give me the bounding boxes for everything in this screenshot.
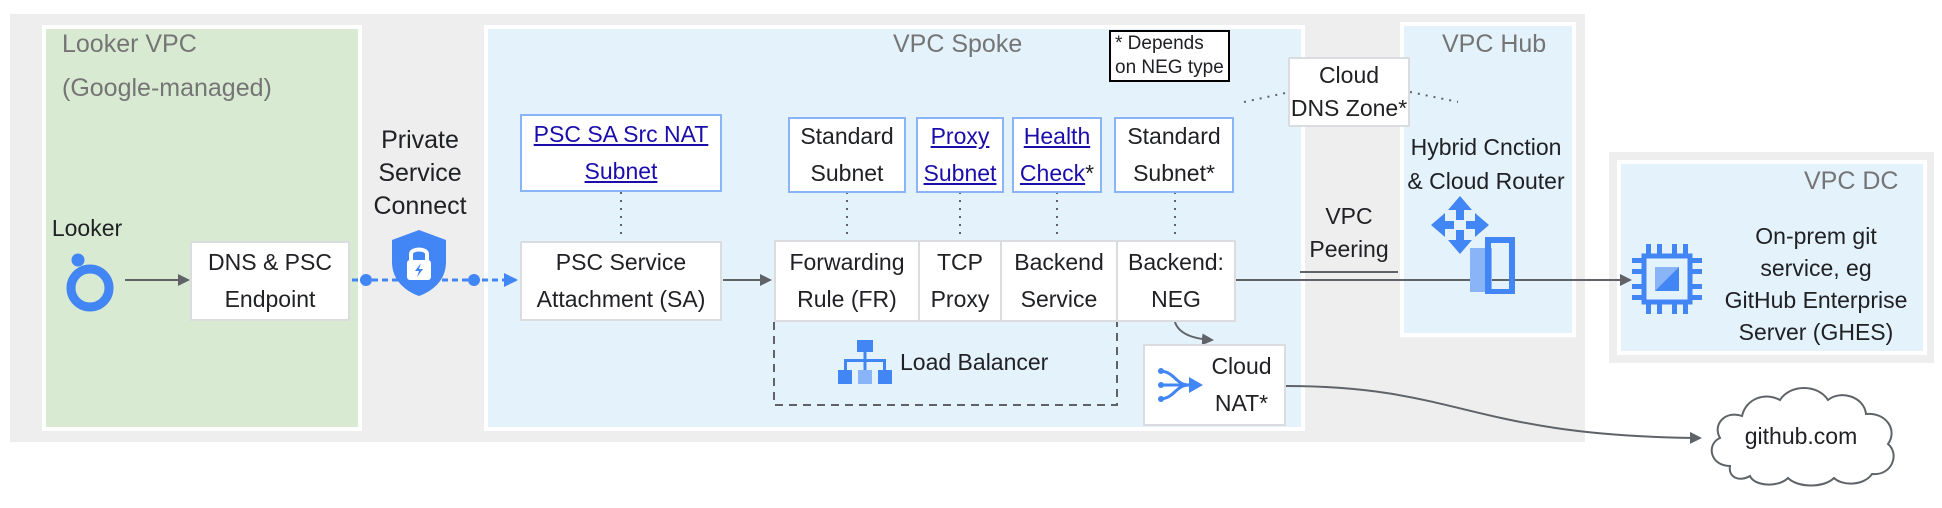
hybrid-connection-label: Hybrid Cnction & Cloud Router [1407,134,1565,194]
looker-vpc-title: Looker VPC [62,30,197,58]
nat-to-github-arrow [1285,385,1702,444]
vpc-spoke-title: VPC Spoke [893,30,1023,58]
neg-type-note: * Depends on NEG type [1109,30,1230,82]
load-balancer-icon [838,340,892,384]
neg-to-nat-arrow [1174,321,1214,346]
cloud-icon [1710,387,1895,487]
shield-lock-icon [392,230,446,296]
vpc-dc-title: VPC DC [1804,167,1899,195]
looker-logo-icon [66,253,114,312]
vpc-hub-title: VPC Hub [1442,30,1547,58]
proxy-subnet-link[interactable]: Proxy [930,123,990,149]
load-balancer-label: Load Balancer [900,349,1049,375]
health-check-link[interactable]: Health [1023,123,1091,149]
chip-icon [1632,244,1702,314]
vpc-peering-label: VPC Peering [1309,203,1389,262]
looker-vpc-zone [42,25,362,431]
looker-label: Looker [51,215,123,241]
cloud-nat-icon [1158,368,1204,402]
hybrid-connectivity-icon [1431,196,1515,294]
private-service-connect-label: Private Service Connect [373,126,467,220]
backend-neg-box: Backend:NEG [1116,240,1236,322]
psc-sa-src-nat-subnet-link[interactable]: PSC SA Src NAT [533,121,709,147]
on-prem-git-label: On-prem git service, eg GitHub Enterpris… [1724,223,1908,345]
load-balancer-dashed-outline [773,322,1118,406]
looker-vpc-subtitle: (Google-managed) [62,74,272,102]
github-label: github.com [1744,423,1858,449]
dotted-links [620,91,1459,240]
